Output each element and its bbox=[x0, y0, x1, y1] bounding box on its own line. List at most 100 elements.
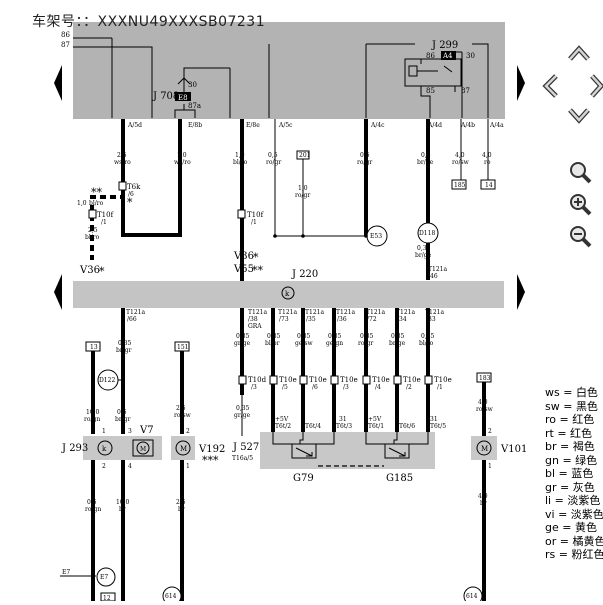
wire-spec: 0,5 bbox=[421, 152, 431, 159]
mark-dstar: ** bbox=[252, 264, 264, 277]
connector-t10e: T10e bbox=[309, 376, 327, 384]
wire-spec: br/gr bbox=[115, 416, 131, 423]
connector-t121a-pin: /34 bbox=[397, 316, 407, 323]
wire-spec: 2,5 bbox=[176, 499, 186, 506]
sensor-pin-label: +5V bbox=[275, 416, 289, 423]
legend-item: ro = 红色 bbox=[545, 413, 595, 426]
box-185-label: 185 bbox=[454, 182, 466, 189]
wire-spec: 0,35 bbox=[297, 333, 311, 340]
connector-t121a-pin: /35 bbox=[306, 316, 316, 323]
pin-label: 3 bbox=[128, 428, 132, 435]
ground-d122-label: D122 bbox=[99, 377, 115, 384]
connector-t121a: T121a bbox=[278, 309, 297, 316]
wire-spec: ro/gr bbox=[358, 340, 373, 347]
mark-star: * bbox=[253, 251, 259, 264]
connector-t121a: T121a bbox=[366, 309, 385, 316]
connector-t121a-pin: /36 bbox=[337, 316, 347, 323]
ground-614-right-label: 614 bbox=[466, 593, 478, 600]
page-right-button[interactable] bbox=[515, 63, 527, 107]
pin-label: 2 bbox=[186, 428, 190, 435]
legend-item: br = 褐色 bbox=[545, 440, 595, 453]
wire-spec: ro/sw bbox=[452, 159, 470, 166]
page-left-button[interactable] bbox=[52, 63, 64, 107]
wire-spec: 0,5 bbox=[360, 152, 370, 159]
zoom-button[interactable] bbox=[568, 160, 592, 188]
top-panel bbox=[73, 22, 505, 119]
bus-left-button[interactable] bbox=[52, 272, 64, 316]
v55-label: V55 bbox=[233, 264, 254, 275]
connector-t10e-pin: /4 bbox=[375, 384, 381, 391]
wire-spec: 0,35 bbox=[417, 245, 431, 252]
mark-tstar: *** bbox=[202, 454, 219, 467]
wire-spec: ro/gr bbox=[266, 159, 281, 166]
wire-spec: 2,5 bbox=[176, 405, 186, 412]
legend-item: sw = 黑色 bbox=[545, 399, 598, 413]
wire-spec: gr/ge bbox=[234, 340, 251, 347]
scroll-down-button[interactable] bbox=[567, 106, 591, 128]
wire-spec: 0,35 bbox=[236, 333, 250, 340]
connector-t10f-left: T10f bbox=[97, 211, 115, 219]
connector-t121a-top: T121a bbox=[428, 266, 447, 273]
wire-spec: 2,5 bbox=[88, 227, 98, 234]
mark-star: * bbox=[99, 265, 105, 278]
wire-spec: 4,0 bbox=[482, 152, 492, 159]
bus-j220 bbox=[73, 281, 504, 308]
connector-t10f-mid: T10f bbox=[247, 211, 265, 219]
connector-t10e-pin: /5 bbox=[282, 384, 288, 391]
v36-left-label: V36 bbox=[79, 265, 100, 276]
vin-label: 车架号：：XXXNU49XXXSB07231 bbox=[32, 14, 266, 30]
top-connector-row: A/5d E/8b E/8e A/5c A/4c A/4d A/4b A/4a bbox=[127, 122, 504, 129]
t10-connector-row: T10d /3 T10e /5 T10e /6 T10e /3 T10e /4 … bbox=[238, 375, 452, 391]
g79-label: G79 bbox=[293, 473, 314, 484]
legend-item: rs = 粉红色 bbox=[545, 548, 603, 561]
scroll-left-button[interactable] bbox=[541, 73, 561, 103]
legend-item: gr = 灰色 bbox=[545, 480, 595, 494]
wire-86-label: 86 bbox=[61, 31, 70, 39]
pin-label: 1 bbox=[186, 463, 190, 470]
scroll-up-button[interactable] bbox=[567, 45, 591, 67]
pin-label: 4 bbox=[128, 463, 132, 470]
connector-t10e: T10e bbox=[279, 376, 297, 384]
connector-t121a: T121a bbox=[336, 309, 355, 316]
connector-a4c: A/4c bbox=[370, 122, 385, 129]
v192-label: V192 bbox=[198, 444, 225, 455]
wire-spec: br/ge bbox=[389, 340, 406, 347]
connector-t10f-left-pin: /1 bbox=[101, 219, 107, 226]
pin-label: 1 bbox=[488, 463, 492, 470]
v101-motor-symbol: M bbox=[481, 445, 488, 453]
sensor-pin-label: +5V bbox=[368, 416, 382, 423]
t121a-connector-row: T121a /66 T121a /38 GRA T121a /73 T121a … bbox=[126, 309, 444, 330]
legend-item: gn = 绿色 bbox=[545, 453, 598, 467]
connector-a5c: A/5c bbox=[278, 122, 293, 129]
sensor-g185 bbox=[365, 432, 429, 459]
wire-spec: 1,0 bbox=[77, 200, 87, 207]
ground-d118 bbox=[417, 222, 439, 244]
bus-right-button[interactable] bbox=[515, 272, 527, 316]
sensor-pin-connector: T6t/1 bbox=[368, 423, 384, 430]
ground-e7-label: E7 bbox=[100, 574, 108, 581]
scroll-right-button[interactable] bbox=[589, 73, 603, 103]
wire-spec: bl/ro bbox=[419, 340, 434, 347]
v192-motor-symbol: M bbox=[180, 445, 187, 453]
wire-spec: ws/ro bbox=[114, 159, 131, 166]
connector-t6k: T6k bbox=[127, 183, 141, 191]
wire-spec: br bbox=[480, 500, 487, 507]
wire-spec: 1,0 bbox=[177, 152, 187, 159]
wire-87-label: 87 bbox=[61, 41, 70, 49]
wire-spec: 4,0 bbox=[478, 399, 488, 406]
box-13-label: 13 bbox=[90, 344, 98, 351]
zoom-out-button[interactable] bbox=[568, 224, 592, 252]
legend-item: ge = 黄色 bbox=[545, 521, 597, 534]
legend-item: vi = 淡紫色 bbox=[545, 507, 603, 521]
wire-spec: 10,0 bbox=[86, 409, 100, 416]
wire-spec: 0,35 bbox=[267, 333, 281, 340]
component-v192 bbox=[171, 436, 195, 460]
j708-pin-87a: 87a bbox=[188, 102, 201, 110]
wire-spec: br/ge bbox=[415, 252, 432, 259]
box-14 bbox=[480, 179, 496, 190]
zoom-in-button[interactable] bbox=[568, 192, 592, 220]
e7-wire-label: E7 bbox=[62, 569, 70, 576]
box-151-label: 151 bbox=[177, 344, 188, 351]
